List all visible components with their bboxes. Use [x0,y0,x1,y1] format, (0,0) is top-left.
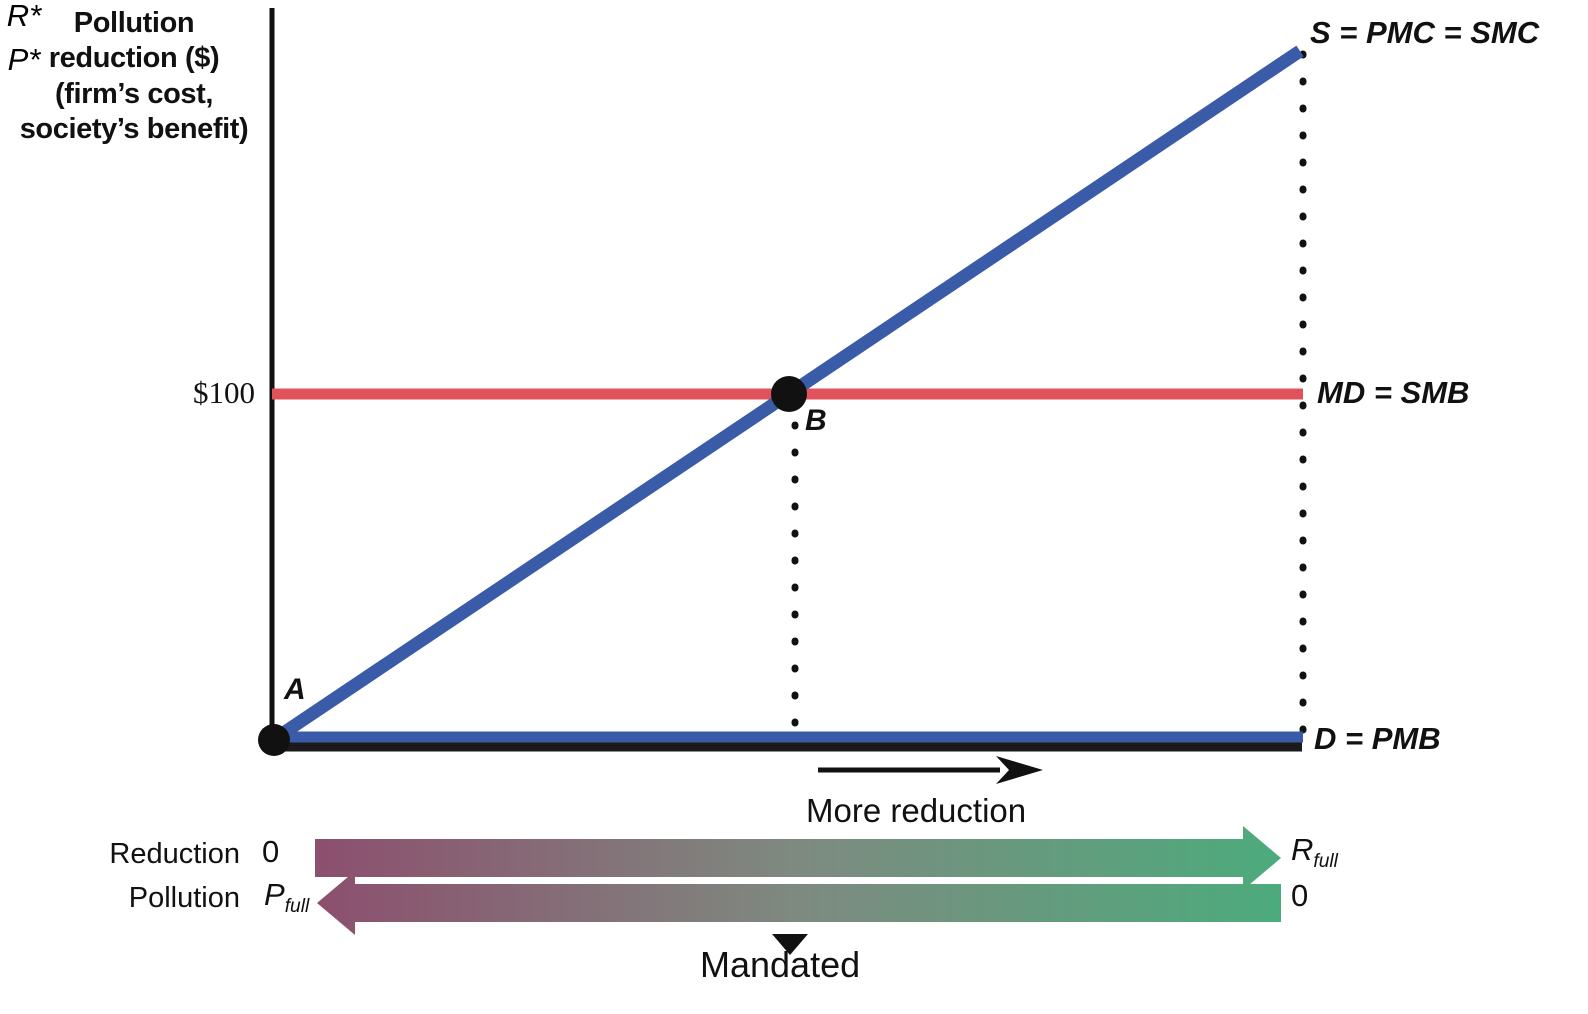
annotation-more-reduction: More reduction [806,792,1027,829]
scale-value-reduction-right-sub: full [1313,851,1338,873]
scale-row-label-reduction: Reduction [109,838,240,870]
scale-value-reduction-right: Rfull [1291,832,1338,873]
y-axis-tick-label-100: $100 [193,375,255,410]
scale-value-pollution-left-base: P [264,877,285,912]
point-label-b: B [805,404,827,437]
scale-value-reduction-mid: R* [6,0,42,33]
scale-value-pollution-left-sub: full [284,896,310,918]
scale-value-pollution-mid: P* [7,42,41,77]
curve-label-supply: S = PMC = SMC [1310,15,1540,50]
scale-value-pollution-left: Pfull [264,877,310,918]
scale-row-label-pollution: Pollution [128,882,240,914]
scale-bar-reduction [315,826,1281,890]
y-axis-title-line-2: reduction ($) [48,42,220,75]
mandated-pointer-triangle [772,934,808,955]
scale-value-reduction-left: 0 [262,834,280,869]
curve-label-marginal-damage: MD = SMB [1317,375,1470,410]
scale-bar-pollution [317,871,1281,935]
scale-value-pollution-right: 0 [1291,878,1309,913]
point-b-marker [771,376,807,412]
scale-value-reduction-right-base: R [1291,832,1314,867]
y-axis-title-line-1: Pollution [73,7,195,39]
y-axis-title-line-3: (firm’s cost, [54,77,214,110]
more-reduction-arrow [818,756,1043,784]
curve-label-demand: D = PMB [1314,721,1441,756]
annotation-mandated: Mandated [700,944,861,985]
point-a-marker [258,724,290,756]
point-label-a: A [284,673,306,706]
y-axis-title-line-4: society’s benefit) [19,113,249,146]
